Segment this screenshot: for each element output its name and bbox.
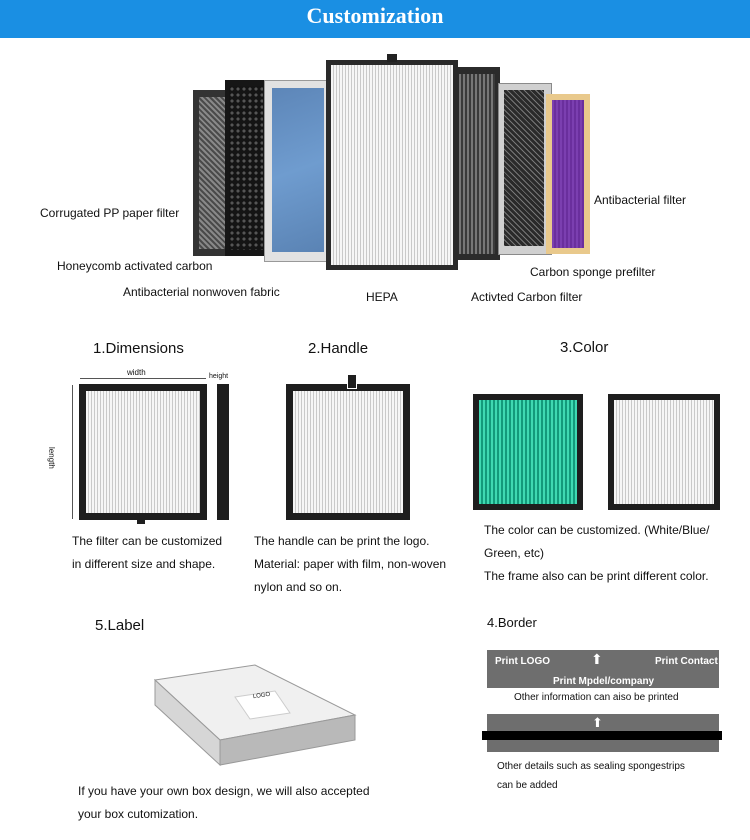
antibacterial-fabric: [552, 100, 584, 248]
border-title: 4.Border: [487, 615, 537, 630]
dimensions-desc-line2: in different size and shape.: [72, 557, 216, 571]
label-hepa: HEPA: [366, 290, 398, 304]
border-info2-line2: can be added: [497, 780, 558, 791]
white-filter-media: [614, 400, 714, 504]
border-info1: Other information can aiso be printed: [514, 692, 679, 703]
label-title: 5.Label: [95, 617, 145, 634]
handle-tab: [347, 374, 357, 389]
height-label: height: [209, 373, 229, 380]
print-logo-text: Print LOGO: [495, 656, 550, 667]
label-nonwoven: Antibacterial nonwoven fabric: [123, 285, 280, 299]
border-info2-line1: Other details such as sealing spongestri…: [497, 761, 685, 772]
handle-desc-line1: The handle can be print the logo.: [254, 534, 430, 548]
color-desc-line3: The frame also can be print different co…: [484, 569, 709, 583]
box-illustration: [153, 664, 357, 767]
length-dimension-line: [72, 385, 73, 519]
label-honeycomb: Honeycomb activated carbon: [57, 259, 213, 273]
color-title: 3.Color: [560, 339, 609, 356]
handle-desc-line2: Material: paper with film, non-woven: [254, 557, 447, 571]
label-desc: If you have your own box design, we will…: [78, 780, 370, 826]
arrow-up-icon-2: ⬆: [592, 715, 603, 730]
hepa-handle-tab: [387, 54, 397, 62]
nonwoven-fabric: [272, 88, 324, 252]
label-desc-line1: If you have your own box design, we will…: [78, 784, 370, 798]
width-dimension-line: [80, 378, 206, 379]
activated-carbon-pleats: [459, 74, 495, 254]
label-activated: Activted Carbon filter: [471, 290, 583, 304]
label-desc-line2: your box cutomization.: [78, 807, 199, 821]
dimensions-filter-tab: [137, 518, 145, 524]
length-label: length: [47, 447, 56, 469]
green-filter-media: [479, 400, 577, 504]
corrugated-filter-mesh: [199, 97, 229, 249]
dimensions-desc-line1: The filter can be customized: [72, 534, 223, 548]
color-desc: The color can be customized. (White/Blue…: [484, 519, 709, 588]
dimensions-filter-media: [86, 391, 200, 513]
print-contact-text: Print Contact: [655, 656, 718, 667]
border-info2: Other details such as sealing spongestri…: [497, 757, 685, 795]
page-title: Customization: [306, 3, 444, 28]
dimensions-title: 1.Dimensions: [93, 340, 184, 357]
label-corrugated: Corrugated PP paper filter: [40, 206, 180, 220]
width-label: width: [127, 368, 146, 377]
carbon-sponge-mesh: [504, 90, 544, 246]
color-desc-line1: The color can be customized. (White/Blue…: [484, 523, 710, 537]
handle-desc-line3: nylon and so on.: [254, 580, 343, 594]
color-desc-line2: Green, etc): [484, 546, 545, 560]
handle-desc: The handle can be print the logo. Materi…: [254, 530, 446, 599]
arrow-up-icon: ⬆: [591, 651, 603, 667]
hepa-pleats: [331, 65, 453, 265]
sealing-strip: [482, 731, 722, 740]
label-antibacterial: Antibacterial filter: [594, 193, 687, 207]
header-banner: [0, 0, 750, 38]
label-sponge: Carbon sponge prefilter: [530, 265, 656, 279]
handle-filter-media: [293, 391, 403, 513]
filter-side-view: [217, 384, 229, 520]
handle-title: 2.Handle: [308, 340, 369, 357]
border-bar-top: [487, 650, 719, 688]
honeycomb-pattern: [229, 86, 263, 250]
print-model-text: Print Mpdel/company: [553, 676, 655, 687]
dimensions-desc: The filter can be customized in differen…: [72, 530, 222, 576]
